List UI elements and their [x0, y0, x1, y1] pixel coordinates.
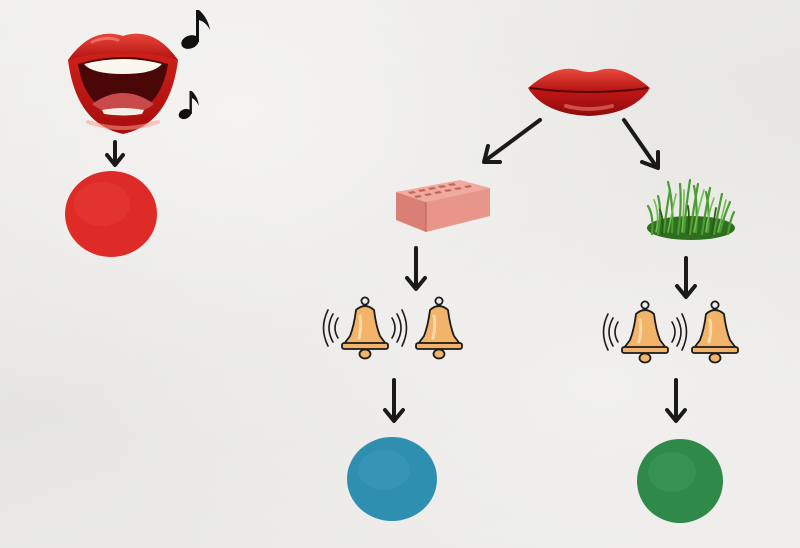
down-arrow-icon	[664, 378, 688, 424]
diagonal-arrow-icon	[478, 116, 544, 168]
eighth-note-icon	[180, 6, 214, 50]
down-arrow-icon	[104, 140, 126, 168]
closed-lips-icon	[526, 62, 652, 118]
eighth-note-icon	[178, 88, 202, 120]
down-arrow-icon	[382, 378, 406, 424]
grass-icon	[644, 176, 738, 240]
brick-icon	[390, 174, 494, 236]
green-soft-consonant-circle	[636, 438, 724, 524]
blue-hard-consonant-circle	[346, 436, 438, 522]
open-singing-mouth-icon	[62, 22, 184, 140]
bell-icon	[414, 296, 464, 362]
bell-icon	[690, 300, 740, 366]
down-arrow-icon	[404, 246, 428, 292]
ringing-bell-icon	[602, 300, 688, 366]
ringing-bell-icon	[322, 296, 408, 362]
red-vowel-circle	[64, 170, 158, 258]
diagonal-arrow-icon	[620, 116, 664, 172]
down-arrow-icon	[674, 256, 698, 300]
